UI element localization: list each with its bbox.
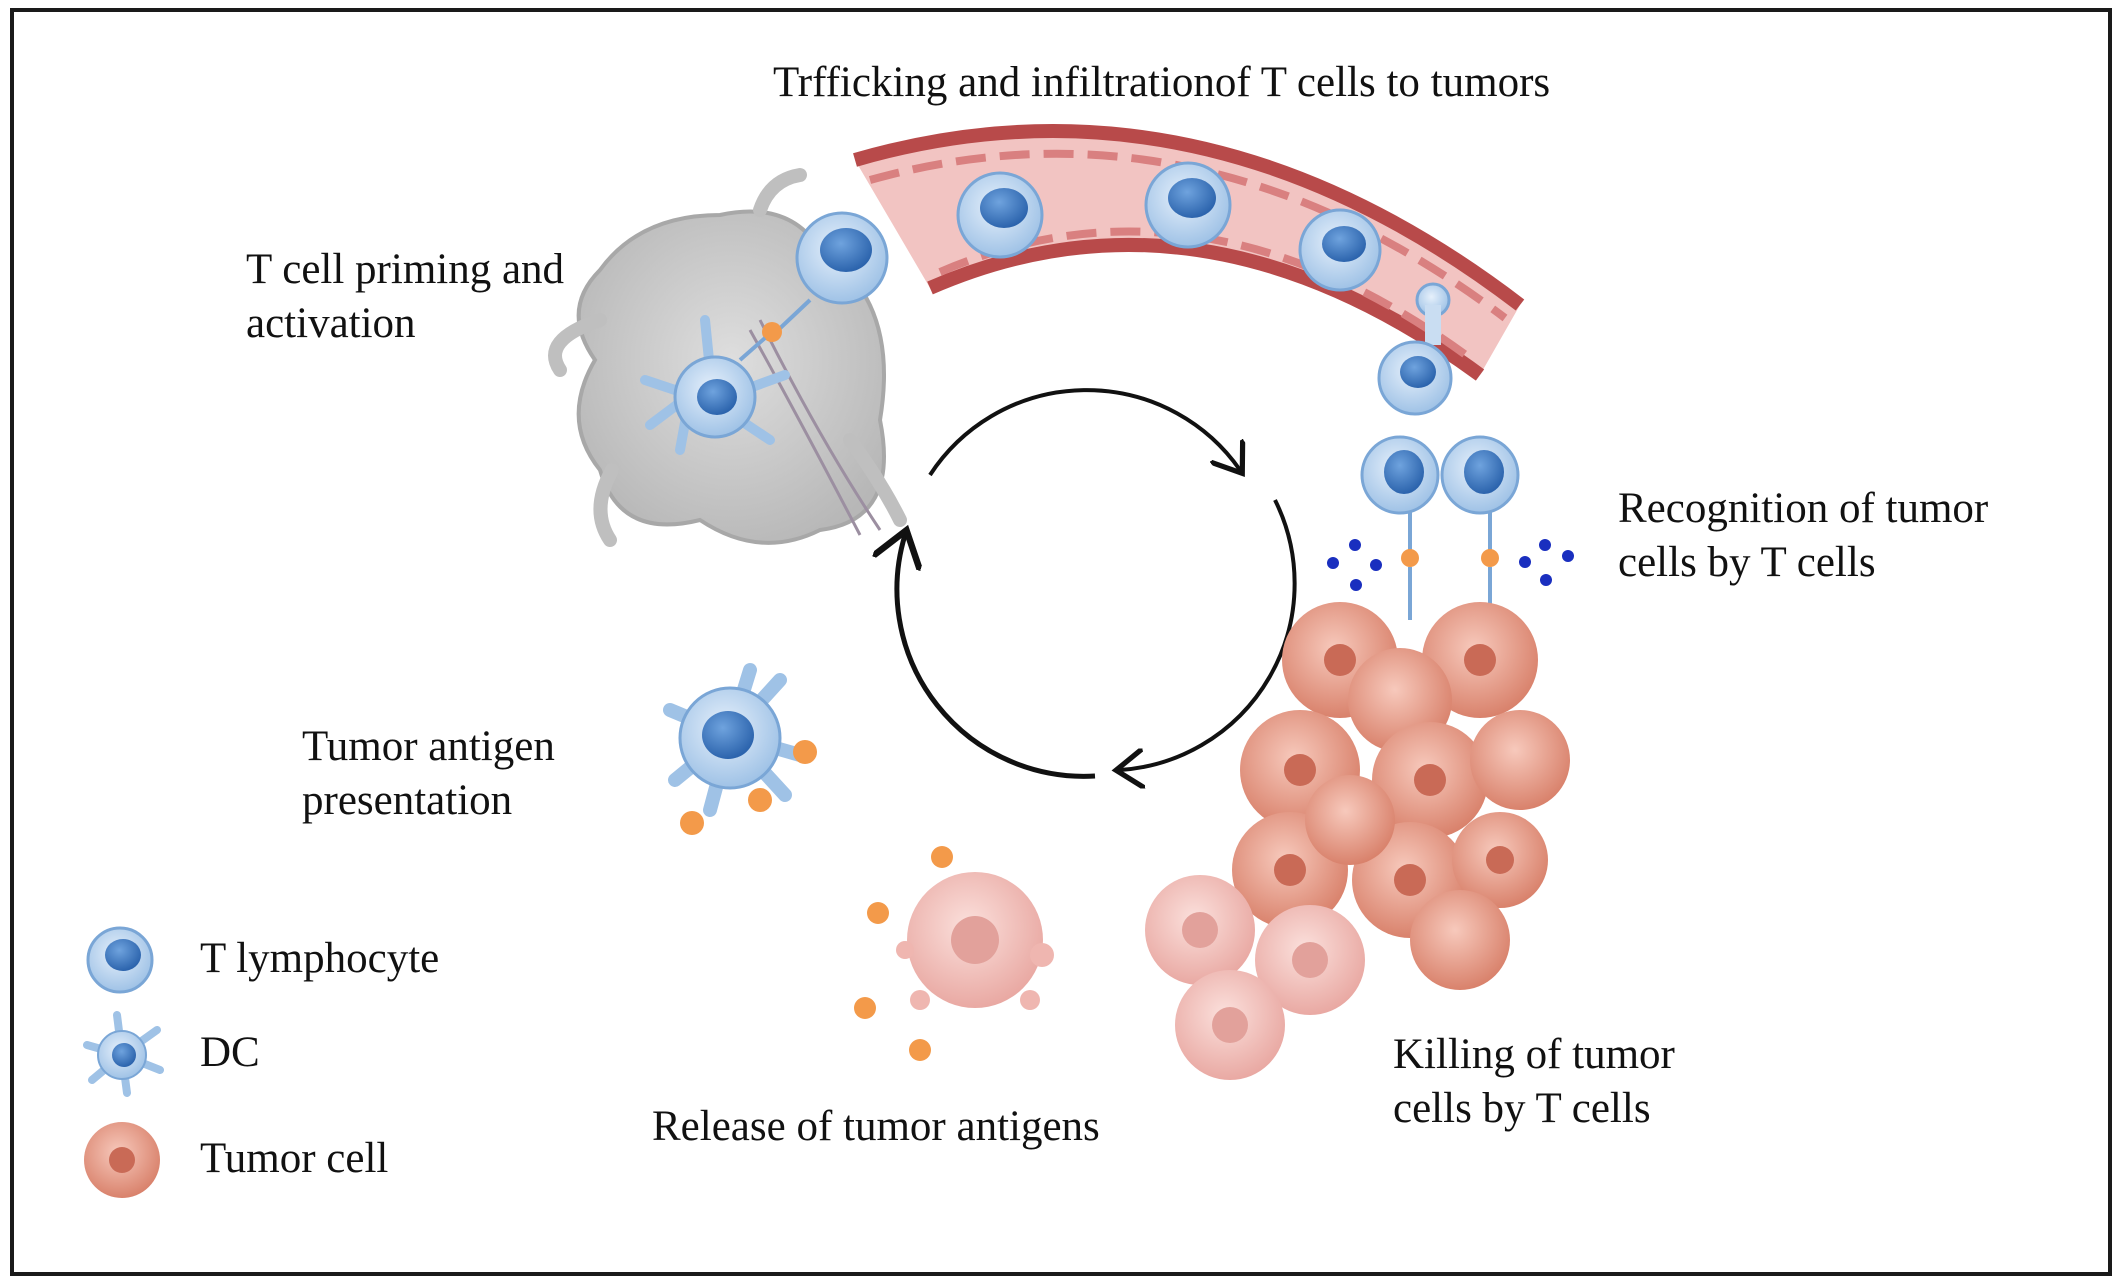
released-antigens xyxy=(854,846,953,1061)
step-killing-label: Killing of tumor cells by T cells xyxy=(1393,1028,1675,1136)
cytokine-dots-right xyxy=(1519,539,1574,586)
t-cell-in-vessel xyxy=(1144,161,1232,249)
step-trafficking-label: Trfficking and infiltrationof T cells to… xyxy=(773,59,1551,106)
tumor-cluster xyxy=(1232,602,1570,990)
step-killing-line-2: cells by T cells xyxy=(1393,1085,1651,1132)
presenting-dendritic-cell xyxy=(663,663,817,835)
legend-t-lymphocyte-icon xyxy=(86,926,154,994)
t-cell-in-vessel xyxy=(956,171,1044,259)
step-recognition-label: Recognition of tumor cells by T cells xyxy=(1618,482,1988,590)
cycle-arrow-icon xyxy=(897,388,1297,776)
dendritic-cell-in-node xyxy=(640,315,790,455)
step-priming-line-2: activation xyxy=(246,300,416,347)
dying-tumor-cells xyxy=(1145,875,1365,1080)
step-release-label: Release of tumor antigens xyxy=(652,1103,1100,1150)
recognition-t-cell xyxy=(1440,435,1520,620)
step-presentation-line-2: presentation xyxy=(302,777,513,824)
step-recognition-line-1: Recognition of tumor xyxy=(1618,485,1989,532)
step-presentation-label: Tumor antigen presentation xyxy=(302,720,555,828)
step-recognition-line-2: cells by T cells xyxy=(1618,539,1876,586)
step-priming-line-1: T cell priming and xyxy=(246,246,565,293)
figure-frame xyxy=(10,8,2112,1276)
legend-dc-label: DC xyxy=(200,1029,260,1076)
legend-tumor-cell-label: Tumor cell xyxy=(200,1135,389,1182)
t-cell-in-vessel xyxy=(1298,208,1382,292)
t-cell-priming xyxy=(738,211,889,362)
recognition-t-cell xyxy=(1360,435,1440,620)
t-cell-extravasating xyxy=(1377,282,1453,416)
cytokine-dots-left xyxy=(1327,539,1382,591)
legend-dc-icon xyxy=(83,1011,164,1097)
step-killing-line-1: Killing of tumor xyxy=(1393,1031,1675,1078)
legend-tumor-cell-icon xyxy=(84,1122,160,1198)
antigen-releasing-tumor-cell xyxy=(896,872,1054,1010)
legend-t-lymphocyte-label: T lymphocyte xyxy=(200,935,440,982)
step-priming-label: T cell priming and activation xyxy=(246,243,564,351)
step-presentation-line-1: Tumor antigen xyxy=(302,723,555,770)
